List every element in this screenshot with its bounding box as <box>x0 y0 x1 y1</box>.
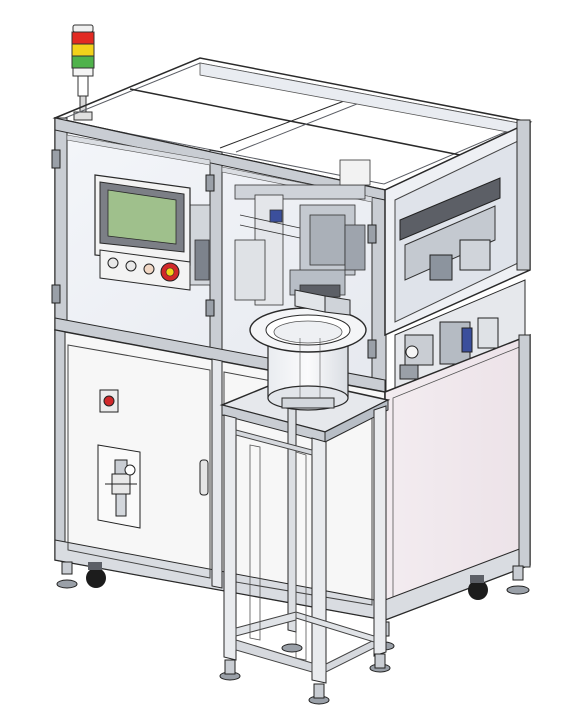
air-filter-regulator-icon <box>97 444 141 529</box>
hmi-display[interactable] <box>107 189 177 245</box>
start-button[interactable] <box>107 257 119 269</box>
stop-button[interactable] <box>125 260 137 272</box>
caster-wheel-icon <box>56 561 530 651</box>
signal-red-light <box>71 31 95 45</box>
signal-green-light <box>71 55 95 69</box>
side-panel <box>384 333 531 622</box>
touch-screen-icon[interactable] <box>94 174 191 266</box>
signal-yellow-light <box>71 43 95 57</box>
vibratory-bowl-feeder-icon <box>249 289 367 411</box>
reset-button[interactable] <box>143 263 155 275</box>
control-buttons <box>99 249 191 291</box>
right-side-module <box>384 119 531 396</box>
cabinet-door-handle[interactable] <box>199 459 209 496</box>
signal-tower-icon <box>71 24 95 121</box>
servo-motor <box>461 327 473 353</box>
